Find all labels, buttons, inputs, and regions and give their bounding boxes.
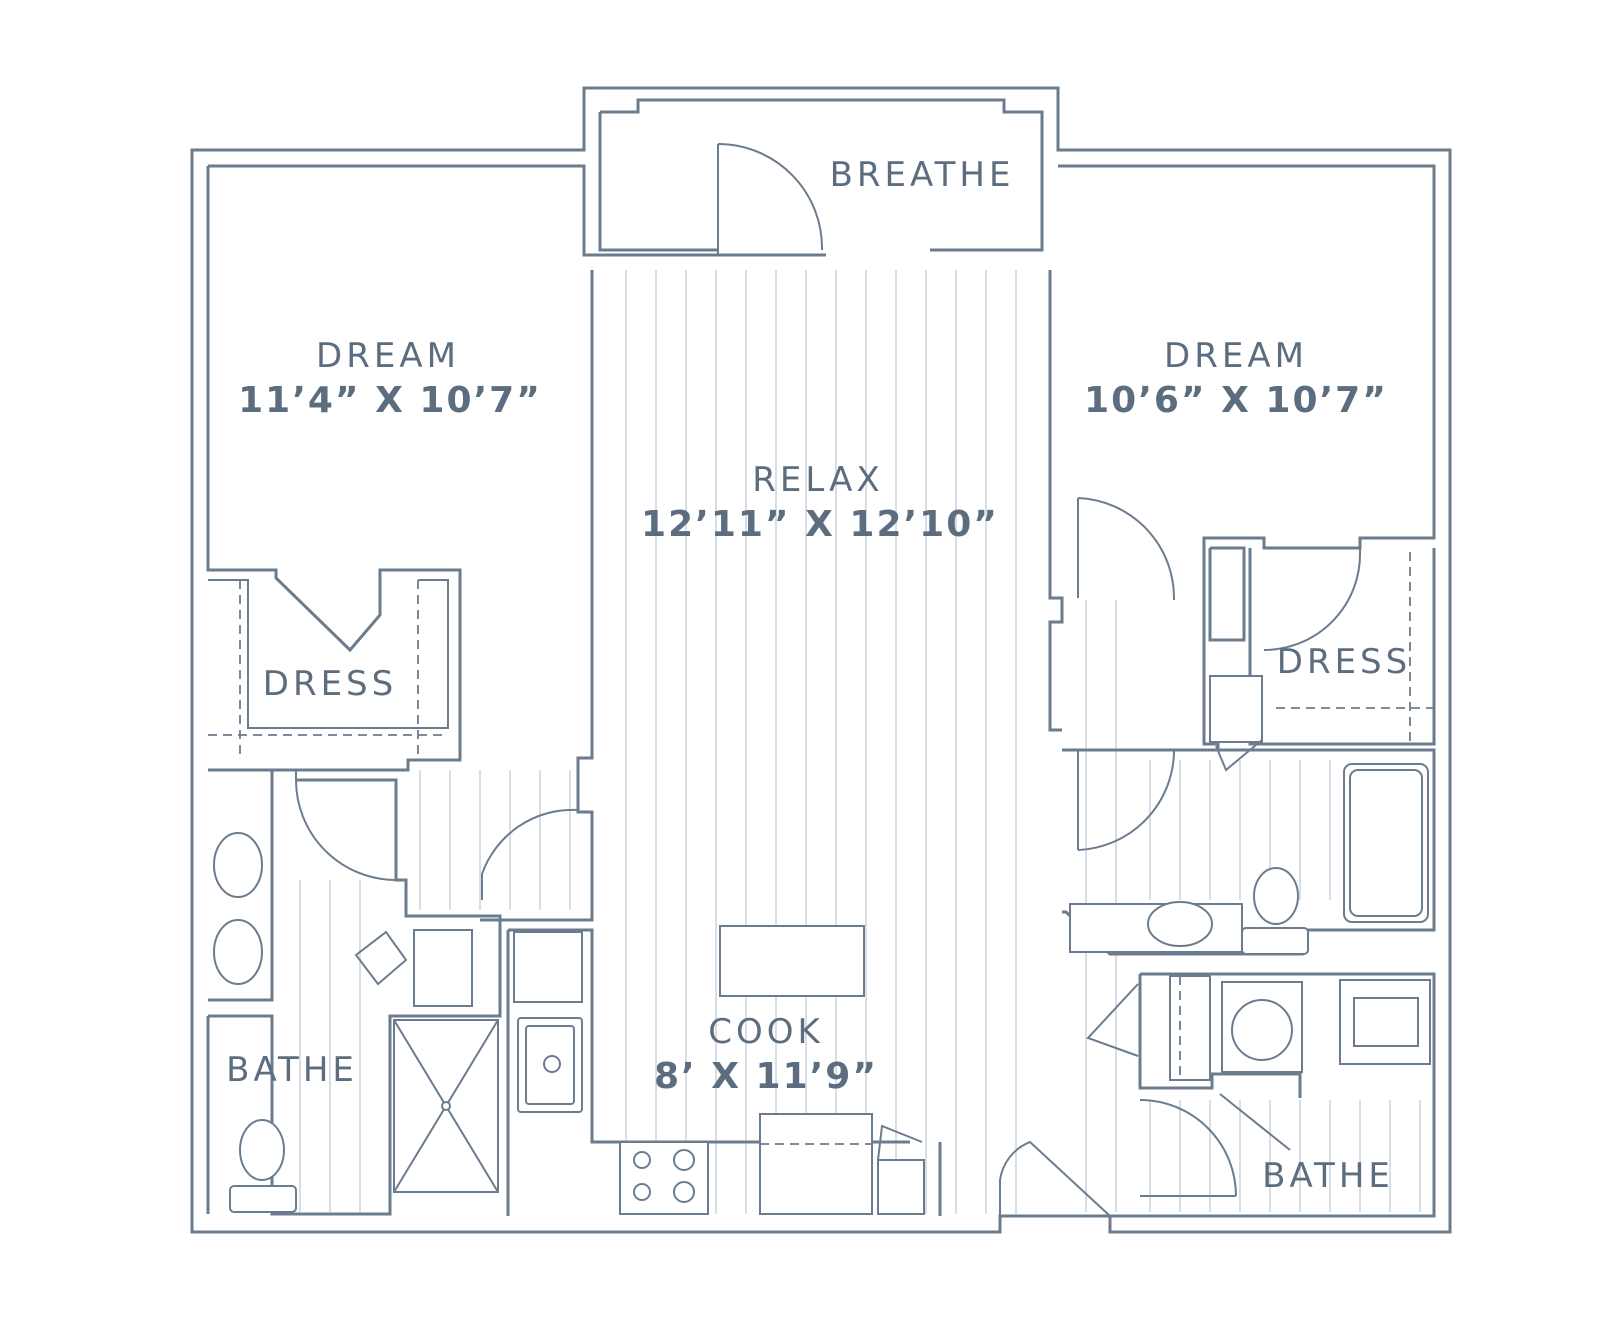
dims-dream-left: 11’4” X 10’7” [238,380,542,421]
balcony-wall [600,98,1044,252]
balcony-door-swing [717,143,824,255]
right-closet-door-swing [1077,497,1176,601]
right-bath-door-swing [1077,749,1176,851]
right-dress-door-swing [1263,548,1362,651]
label-dream-right: DREAM [1164,336,1308,376]
left-bedroom-wall [206,166,462,772]
label-bathe-right: BATHE [1262,1156,1394,1196]
relax-left-wall [480,270,594,922]
right-laundry-wall [1110,972,1436,1218]
linen-closet [413,929,473,1007]
laundry-door-swing [1086,983,1139,1057]
left-dress-dashes [208,580,448,760]
kitchen-wall [506,928,942,1216]
right-dress-dashes [1276,552,1434,744]
left-bath-wall [208,768,502,1216]
dishwasher-icon [759,1113,873,1215]
closet-shelf [1169,975,1211,1081]
linen-shelf [1209,675,1263,743]
pantry [513,931,583,1003]
dims-cook: 8’ X 11’9” [653,1056,879,1097]
dryer-panel [1353,997,1419,1047]
burner-icon [633,1183,651,1201]
burner-icon [673,1181,695,1203]
label-dress-left: DRESS [262,664,398,704]
interior-wall-outline [208,164,826,257]
exterior-wall [190,86,1452,1234]
relax-right-wall [1048,270,1064,732]
toilet-icon [1253,867,1299,925]
burner-icon [673,1149,695,1171]
right-dress-wall [1208,546,1436,746]
dims-dream-right: 10’6” X 10’7” [1084,380,1388,421]
label-breathe: BREATHE [829,155,1015,195]
kitchen-island [719,925,865,997]
right-bedroom-wall [1058,164,1436,752]
left-bed-door-swing [481,808,579,900]
entry-door-swing [999,1140,1111,1217]
label-cook: COOK [708,1012,824,1052]
label-dream-left: DREAM [316,336,460,376]
kitchen-sink-basin [525,1025,575,1105]
stove-icon [619,1141,709,1215]
lower-bath-door-swing [1139,1093,1291,1197]
washer-drum-icon [1231,999,1293,1061]
burner-icon [633,1151,651,1169]
toilet-icon [239,1119,285,1181]
fridge-door [877,1124,923,1161]
label-bathe-left: BATHE [226,1050,358,1090]
door-swing-bath [295,779,397,881]
bathtub-inner [1349,769,1423,917]
faucet-icon [543,1055,561,1073]
left-dress-inner [208,579,449,729]
fridge-icon [877,1159,925,1215]
dims-relax: 12’11” X 12’10” [641,504,999,545]
balcony-inner [598,112,718,252]
bathtub-icon [1343,763,1429,923]
toilet-tank-icon [1241,927,1309,955]
shower-drain-icon [441,1101,451,1111]
sink-icon [213,832,263,898]
label-relax: RELAX [752,460,884,500]
closet-door-left [354,930,408,986]
sink-icon [1147,901,1213,947]
sink-icon [213,919,263,985]
label-dress-right: DRESS [1276,642,1412,682]
toilet-tank-icon [229,1185,297,1213]
